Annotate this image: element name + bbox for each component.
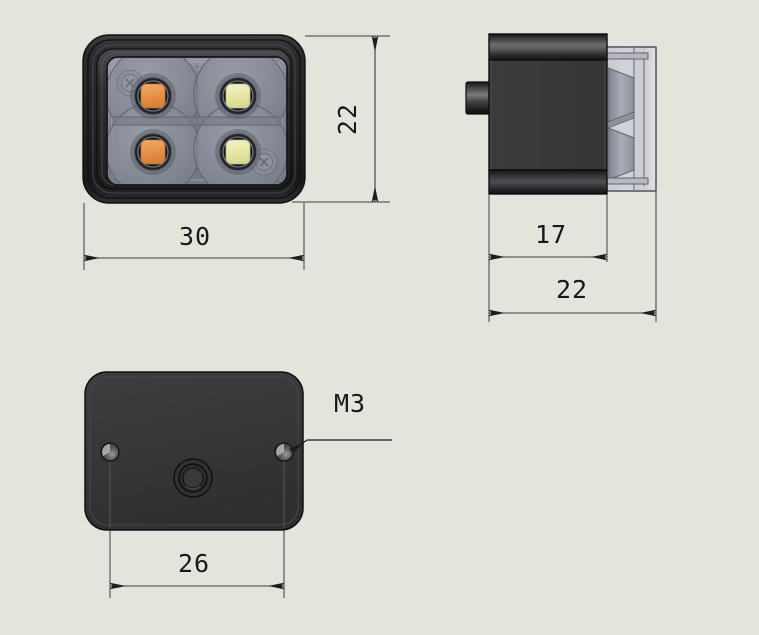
side-bezel-band-top bbox=[488, 33, 608, 61]
rear-stud-left bbox=[100, 442, 120, 528]
side-cable-stub bbox=[465, 81, 493, 115]
dim-label-width-30: 30 bbox=[179, 222, 211, 251]
rear-stud-right-highlight bbox=[276, 444, 284, 456]
side-body bbox=[488, 33, 608, 195]
front-view-dimensions: 22 30 bbox=[83, 35, 390, 270]
front-view bbox=[82, 34, 306, 204]
side-cable-stub-body bbox=[465, 81, 493, 115]
side-body-main bbox=[488, 59, 608, 171]
rear-view bbox=[84, 371, 304, 531]
side-view-dimensions: 17 22 bbox=[488, 192, 657, 322]
callout-m3: M3 bbox=[288, 389, 392, 455]
callout-label-m3: M3 bbox=[334, 389, 366, 418]
led-bottom-right bbox=[215, 129, 261, 175]
dim-label-depth-17: 17 bbox=[535, 220, 567, 249]
front-screw-bottom-right bbox=[250, 148, 278, 176]
led-top-left bbox=[130, 73, 176, 119]
rear-cable-grommet bbox=[173, 458, 213, 498]
m3-leader-slant bbox=[288, 439, 308, 455]
dim-label-stud-spacing-26: 26 bbox=[178, 549, 210, 578]
side-bezel-band-bottom bbox=[488, 169, 608, 195]
front-lens-outline bbox=[106, 56, 288, 186]
dim-label-depth-22: 22 bbox=[556, 275, 588, 304]
dim-label-height-22: 22 bbox=[333, 103, 362, 135]
led-top-right bbox=[215, 73, 261, 119]
front-bezel-ring-2 bbox=[92, 44, 296, 194]
rear-grommet-inner-hole bbox=[182, 467, 204, 489]
rear-stud-left-highlight bbox=[102, 444, 110, 456]
side-view bbox=[465, 33, 657, 195]
rear-view-dimensions: 26 bbox=[109, 530, 285, 598]
rear-grommet-highlight-arc bbox=[185, 485, 201, 490]
side-lens-assembly bbox=[599, 46, 657, 192]
front-bezel-ring-1 bbox=[87, 39, 301, 199]
led-bottom-left bbox=[130, 129, 176, 175]
